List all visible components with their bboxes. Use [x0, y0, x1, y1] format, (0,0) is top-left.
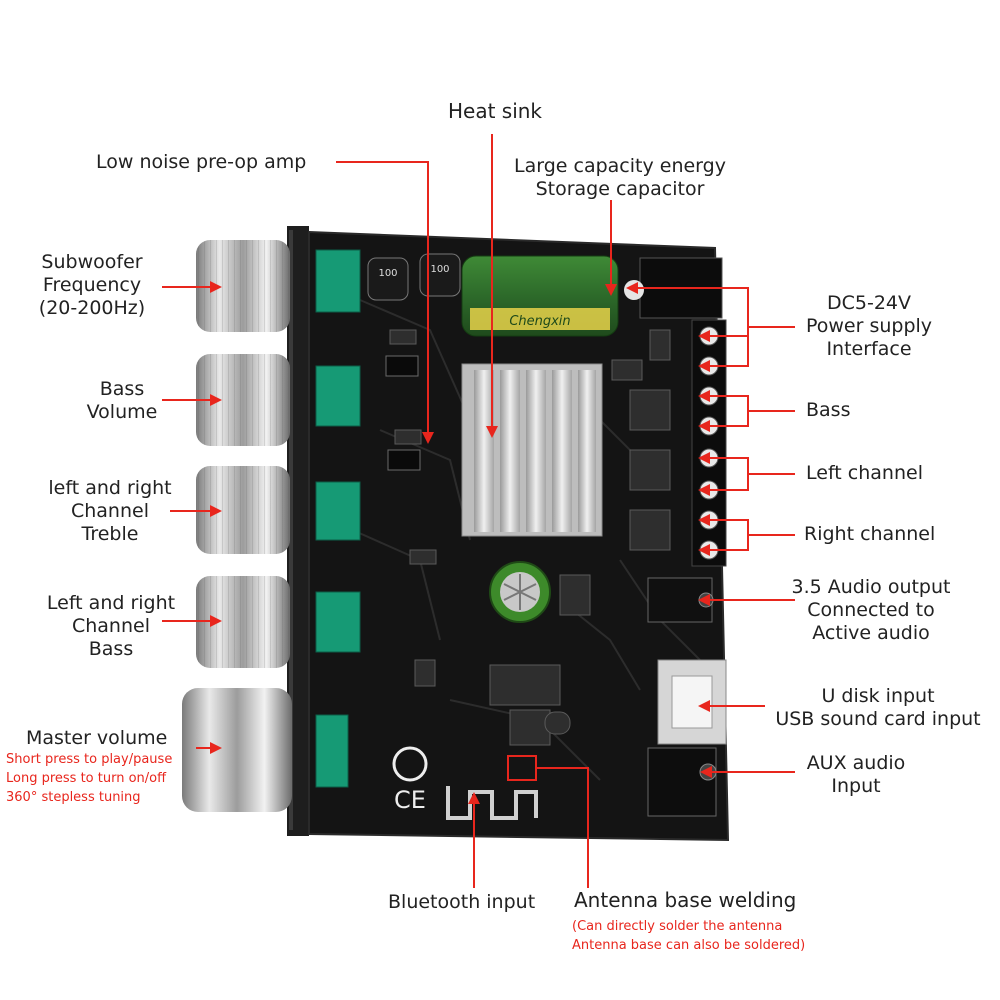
heat-sink [461, 363, 603, 537]
annotation-lines [162, 134, 795, 888]
aux-jack-icon [647, 747, 717, 817]
annotation-arrows [210, 281, 712, 804]
label-master-volume: Master volume [26, 727, 168, 749]
small-capacitors: 100 100 [367, 253, 461, 301]
label-treble: left and right Channel Treble [48, 477, 172, 545]
label-bass-output: Bass [806, 399, 851, 421]
label-lr-bass: Left and right Channel Bass [46, 592, 176, 660]
label-usb-input: U disk input USB sound card input [775, 685, 981, 730]
usb-port-icon [657, 659, 727, 745]
label-heat-sink: Heat sink [447, 99, 543, 123]
label-pre-op-amp: Low noise pre-op amp [96, 151, 307, 173]
label-left-channel: Left channel [806, 462, 923, 484]
label-right-channel: Right channel [804, 523, 936, 545]
potentiometers [315, 249, 361, 788]
label-audio-output: 3.5 Audio output Connected to Active aud… [791, 576, 951, 644]
ce-mark-text: CE [394, 786, 426, 814]
storage-capacitor: Chengxin [461, 255, 619, 337]
note-antenna: (Can directly solder the antenna Antenna… [572, 919, 806, 953]
note-master-volume: Short press to play/pause Long press to … [6, 752, 173, 805]
front-panel [287, 226, 309, 836]
label-aux-input: AUX audio Input [806, 752, 906, 797]
label-storage-capacitor: Large capacity energy Storage capacitor [514, 155, 726, 200]
ce-mark: CE [392, 746, 428, 814]
output-capacitor [489, 561, 551, 623]
label-bluetooth-input: Bluetooth input [388, 891, 536, 913]
label-bass-volume: Bass Volume [86, 378, 158, 423]
label-antenna-welding: Antenna base welding [574, 888, 797, 912]
label-power-supply: DC5-24V Power supply Interface [805, 292, 933, 360]
cap-small-1-text: 100 [378, 268, 397, 279]
screw-terminal-icon [691, 319, 727, 567]
label-subwoofer-frequency: Subwoofer Frequency (20-200Hz) [38, 251, 146, 319]
capacitor-brand: Chengxin [509, 314, 570, 329]
rotary-knob-icon [182, 240, 292, 812]
cap-small-2-text: 100 [430, 264, 449, 275]
